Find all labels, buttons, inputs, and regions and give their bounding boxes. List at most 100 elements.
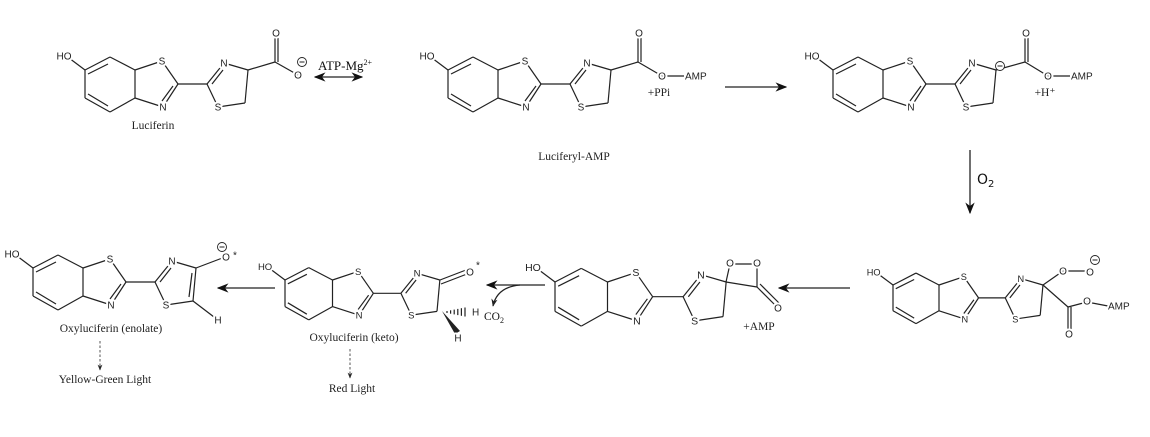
bond — [358, 295, 368, 309]
bond — [451, 64, 471, 74]
ppi-byproduct: +PPi — [648, 87, 670, 99]
bond — [760, 284, 779, 303]
bond — [248, 62, 275, 70]
bond — [17, 256, 33, 268]
bond — [581, 103, 608, 107]
bond — [212, 70, 223, 84]
bond — [160, 268, 171, 282]
negative-charge-icon — [1090, 255, 1100, 265]
bond — [893, 311, 916, 324]
sulfur-label: S — [163, 301, 170, 312]
bond — [58, 255, 83, 268]
negative-charge-icon — [995, 61, 1005, 71]
sulfur-label: S — [408, 310, 414, 321]
bond — [883, 61, 910, 70]
bond — [33, 255, 58, 268]
bond — [1043, 285, 1068, 307]
bond — [581, 268, 607, 282]
bond — [162, 61, 178, 84]
nitrogen-label: N — [1018, 274, 1025, 284]
bond — [218, 103, 245, 107]
carbonyl-oxygen-label: O — [466, 268, 474, 279]
bond — [451, 94, 471, 106]
enolate-oxygen-label: O — [222, 253, 230, 264]
bond — [1087, 302, 1108, 306]
bond — [964, 300, 974, 314]
bond — [858, 57, 883, 70]
bond — [155, 261, 172, 282]
bond — [473, 98, 498, 112]
bond — [207, 84, 218, 107]
bond — [939, 311, 965, 319]
bond — [110, 259, 126, 282]
nitrogen-label: N — [220, 59, 227, 70]
bond — [638, 62, 662, 76]
oxyluciferin-enolate-molecule: O*H — [193, 242, 239, 329]
ester-oxygen-label: O — [1044, 72, 1052, 83]
bond — [558, 307, 579, 320]
co2-byproduct-label: CO2 — [484, 311, 504, 325]
bond — [193, 301, 214, 317]
red-light-label: Red Light — [329, 383, 376, 395]
bond — [836, 64, 856, 74]
bond — [224, 63, 248, 70]
bond — [245, 70, 248, 103]
bond — [498, 98, 526, 107]
bond — [33, 296, 58, 310]
bond — [526, 84, 541, 107]
bond — [288, 303, 307, 314]
bond — [193, 268, 196, 301]
sulfur-label: S — [691, 316, 698, 328]
nitrogen-label: N — [968, 59, 975, 70]
bond — [833, 57, 858, 70]
bond — [701, 275, 726, 282]
bond — [723, 282, 726, 317]
bond — [726, 282, 757, 287]
bond — [172, 261, 196, 268]
amp-label: AMP — [685, 72, 707, 83]
carboxylate-oxygen-label: O — [294, 71, 302, 82]
ester-oxygen-label: O — [1083, 297, 1091, 308]
bond — [441, 274, 467, 284]
proton-byproduct: +H⁺ — [1035, 87, 1056, 99]
bond — [83, 296, 111, 305]
bond — [359, 293, 373, 315]
bond — [58, 296, 83, 310]
bond — [960, 70, 971, 84]
sulfur-label: S — [907, 57, 914, 68]
bond — [196, 257, 225, 268]
bond — [896, 307, 914, 318]
amp-label: AMP — [1108, 302, 1130, 313]
bond — [878, 274, 893, 285]
bond — [417, 273, 440, 280]
bond — [916, 311, 939, 324]
bond — [432, 58, 448, 70]
co2-release-curved-arrow — [491, 284, 521, 307]
nitrogen-label: N — [961, 314, 968, 324]
nitrogen-label: N — [414, 269, 421, 280]
bond — [538, 269, 555, 282]
bond — [333, 271, 359, 280]
bond — [558, 276, 579, 287]
sulfur-label: S — [963, 103, 970, 114]
nitrogen-label: N — [159, 103, 166, 114]
bond — [275, 62, 298, 75]
bond — [1005, 279, 1021, 298]
bond — [309, 268, 333, 280]
bond — [163, 84, 178, 107]
bond — [757, 287, 776, 306]
bond — [911, 84, 926, 107]
bond — [1043, 271, 1063, 285]
bond — [893, 273, 916, 285]
bond — [896, 279, 914, 288]
bond — [636, 299, 648, 315]
bond — [695, 317, 723, 321]
double-bond — [189, 273, 192, 297]
carbonyl-oxygen-label: O — [1065, 330, 1073, 341]
